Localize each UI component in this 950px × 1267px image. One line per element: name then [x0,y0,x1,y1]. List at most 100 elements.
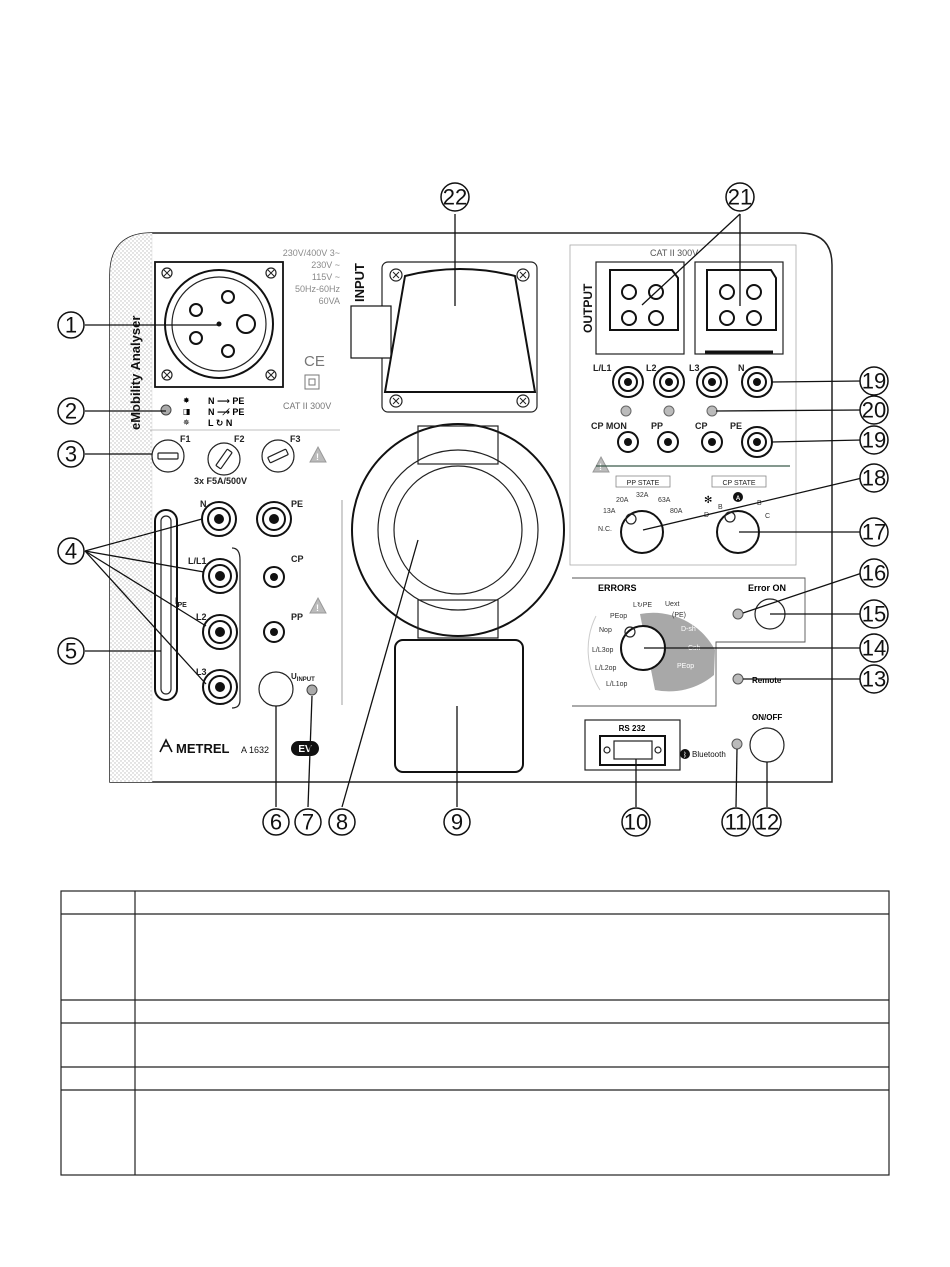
fuse-holders: F1 F2 F3 3x F5A/500V [151,434,301,486]
svg-text:1: 1 [65,313,77,338]
svg-text:14: 14 [862,636,886,661]
bluetooth-icon: ᛒ [683,751,687,759]
svg-text:13: 13 [862,667,886,692]
double-insulation-icon [304,374,320,390]
svg-text:6: 6 [270,810,282,835]
corner-screws [161,267,277,381]
output-led-2 [663,405,675,417]
uinput-label: UINPUT [291,672,315,683]
output-section: CAT II 300V OUTPUT L/L1 L2 L3 N CP MON P… [569,244,797,566]
fuse-f1 [151,439,185,473]
svg-text:9: 9 [451,810,463,835]
fuse-f3 [261,439,295,473]
led-legend: ✸ ◨ ✵ N ⟶ PE N ⟶̸ PE L ↻ N [183,396,244,428]
svg-text:16: 16 [862,561,886,586]
term-label-pp: PP [291,612,303,622]
out-label-pp: PP [651,421,663,431]
warning-icon-2: ! [309,596,327,614]
half-sun-icon: ◨ [183,407,191,416]
err-pos-nop: Nop [599,627,612,634]
rs232-connector: RS 232 [584,719,681,771]
svg-text:11: 11 [725,810,748,835]
rs232-label: RS 232 [619,724,646,733]
svg-text:22: 22 [443,185,467,210]
svg-text:5: 5 [65,639,77,664]
callout-1: 1 [57,311,85,339]
output-led-3 [706,405,718,417]
callout-22: 22 [440,182,470,212]
input-label: INPUT [352,263,367,302]
term-label-l3: L3 [196,667,207,677]
svg-text:!: ! [316,452,319,462]
out-label-cp: CP [695,421,708,431]
fuse-f2 [207,442,241,476]
term-label-n: N [200,499,207,509]
spec-text: 230V/400V 3~ 230V ~ 115V ~ 50Hz-60Hz 60V… [283,248,341,306]
uinput-led [306,684,318,696]
output-led-1 [620,405,632,417]
pp-pos-20a: 20A [616,497,629,504]
callout-2: 2 [57,397,85,425]
bluetooth-mark: ᛒ Bluetooth [680,749,726,759]
err-pos-l3op: L/L3op [592,647,614,654]
callout-12: 12 [752,807,782,837]
blink-icon: ✵ [183,418,190,427]
fuse-label-f3: F3 [290,434,301,444]
pp-state-title: PP STATE [627,480,660,487]
pp-pos-80a: 80A [670,508,683,515]
dotted-side-strip [110,233,152,782]
svg-text:10: 10 [624,810,648,835]
term-label-cp: CP [291,554,304,564]
out-label-cpmon: CP MON [591,421,627,431]
callout-19-bottom: 19 [859,425,889,455]
errors-section: ERRORS PEop L↻PE Uext (PE) Nop L/L3op L/… [572,577,806,707]
fuse-label-f1: F1 [180,434,191,444]
remote-led [732,673,744,685]
callouts: 1 2 3 4 5 6 7 8 9 10 11 12 13 14 15 16 1… [57,182,889,837]
errors-title: ERRORS [598,583,637,593]
svg-text:7: 7 [302,810,314,835]
callout-13: 13 [859,664,889,694]
svg-text:19: 19 [862,369,886,394]
callout-21: 21 [725,182,755,212]
svg-text:8: 8 [336,810,348,835]
pp-pos-nc: N.C. [598,526,612,533]
svg-text:17: 17 [862,520,886,545]
callout-16: 16 [859,558,889,588]
out-label-l1: L/L1 [593,363,612,373]
svg-text:18: 18 [862,466,886,491]
callout-6: 6 [262,808,290,836]
svg-text:21: 21 [728,185,752,210]
callout-leaders [84,213,863,808]
warning-icon-3: ! [592,455,610,473]
cp-pos-c: C [765,513,770,520]
power-led [731,738,743,750]
err-pos-l2op: L/L2op [595,665,617,672]
term-label-pe: PE [291,499,303,509]
cp-state-title: CP STATE [722,480,755,487]
err-pos-lpe: L↻PE [633,602,652,609]
callout-17: 17 [859,517,889,547]
pp-pos-32a: 32A [636,492,649,499]
cp-pos-b2: B [757,500,762,507]
callout-18: 18 [859,463,889,493]
error-on-led [732,608,744,620]
callout-4: 4 [57,537,85,565]
legend-line-2: N ⟶̸ PE [208,407,244,417]
warning-icon: ! [309,445,327,463]
spec-line-1: 230V/400V 3~ [283,248,340,258]
svg-text:2: 2 [65,399,77,424]
err-pos-l1op: L/L1op [606,681,628,688]
output-label: OUTPUT [581,283,595,333]
svg-text:15: 15 [862,602,886,627]
pp-state-knob[interactable] [620,510,664,554]
spec-line-2: 230V ~ [311,260,340,270]
callout-7: 7 [294,808,322,836]
callout-19-top: 19 [859,366,889,396]
cp-pos-a: A [736,496,741,502]
svg-text:!: ! [316,603,319,613]
status-led [160,404,172,416]
pp-pos-13a: 13A [603,508,616,515]
fan-icon: ✻ [704,495,712,506]
svg-text:4: 4 [65,539,77,564]
